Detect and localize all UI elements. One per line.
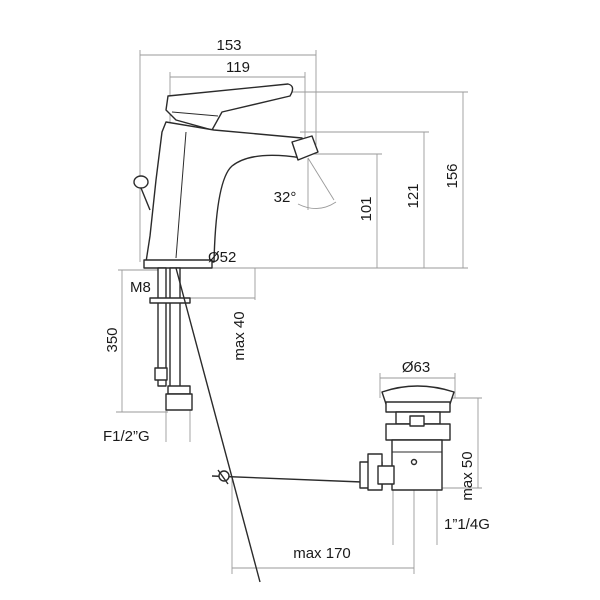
dimension-rod-reach: max 170 [293, 545, 351, 562]
dimension-base-diameter: Ø52 [208, 249, 236, 266]
dimension-lines [116, 50, 482, 574]
dimension-spout-angle: 32° [274, 189, 297, 206]
dimension-waste-thread: 1”1/4G [444, 516, 490, 533]
dimension-max-thickness: max 40 [231, 311, 248, 360]
faucet-body [143, 83, 319, 269]
dimension-hose-thread: F1/2”G [103, 428, 150, 445]
dimension-hose-length: 350 [104, 327, 121, 352]
dimension-waste-diameter: Ø63 [402, 359, 430, 376]
dimension-waste-height: max 50 [459, 451, 476, 500]
waste-assembly [359, 385, 455, 491]
dimension-outlet-height: 101 [358, 196, 375, 221]
dimension-overall-height: 156 [444, 163, 461, 188]
dimension-rod-thread: M8 [130, 279, 151, 296]
supply-hoses [149, 267, 193, 411]
popup-knob [133, 175, 151, 211]
dimension-overall-width: 153 [216, 37, 241, 54]
dimension-spout-height: 121 [405, 183, 422, 208]
popup-rod [175, 267, 363, 583]
dimension-spout-width: 119 [226, 59, 250, 76]
